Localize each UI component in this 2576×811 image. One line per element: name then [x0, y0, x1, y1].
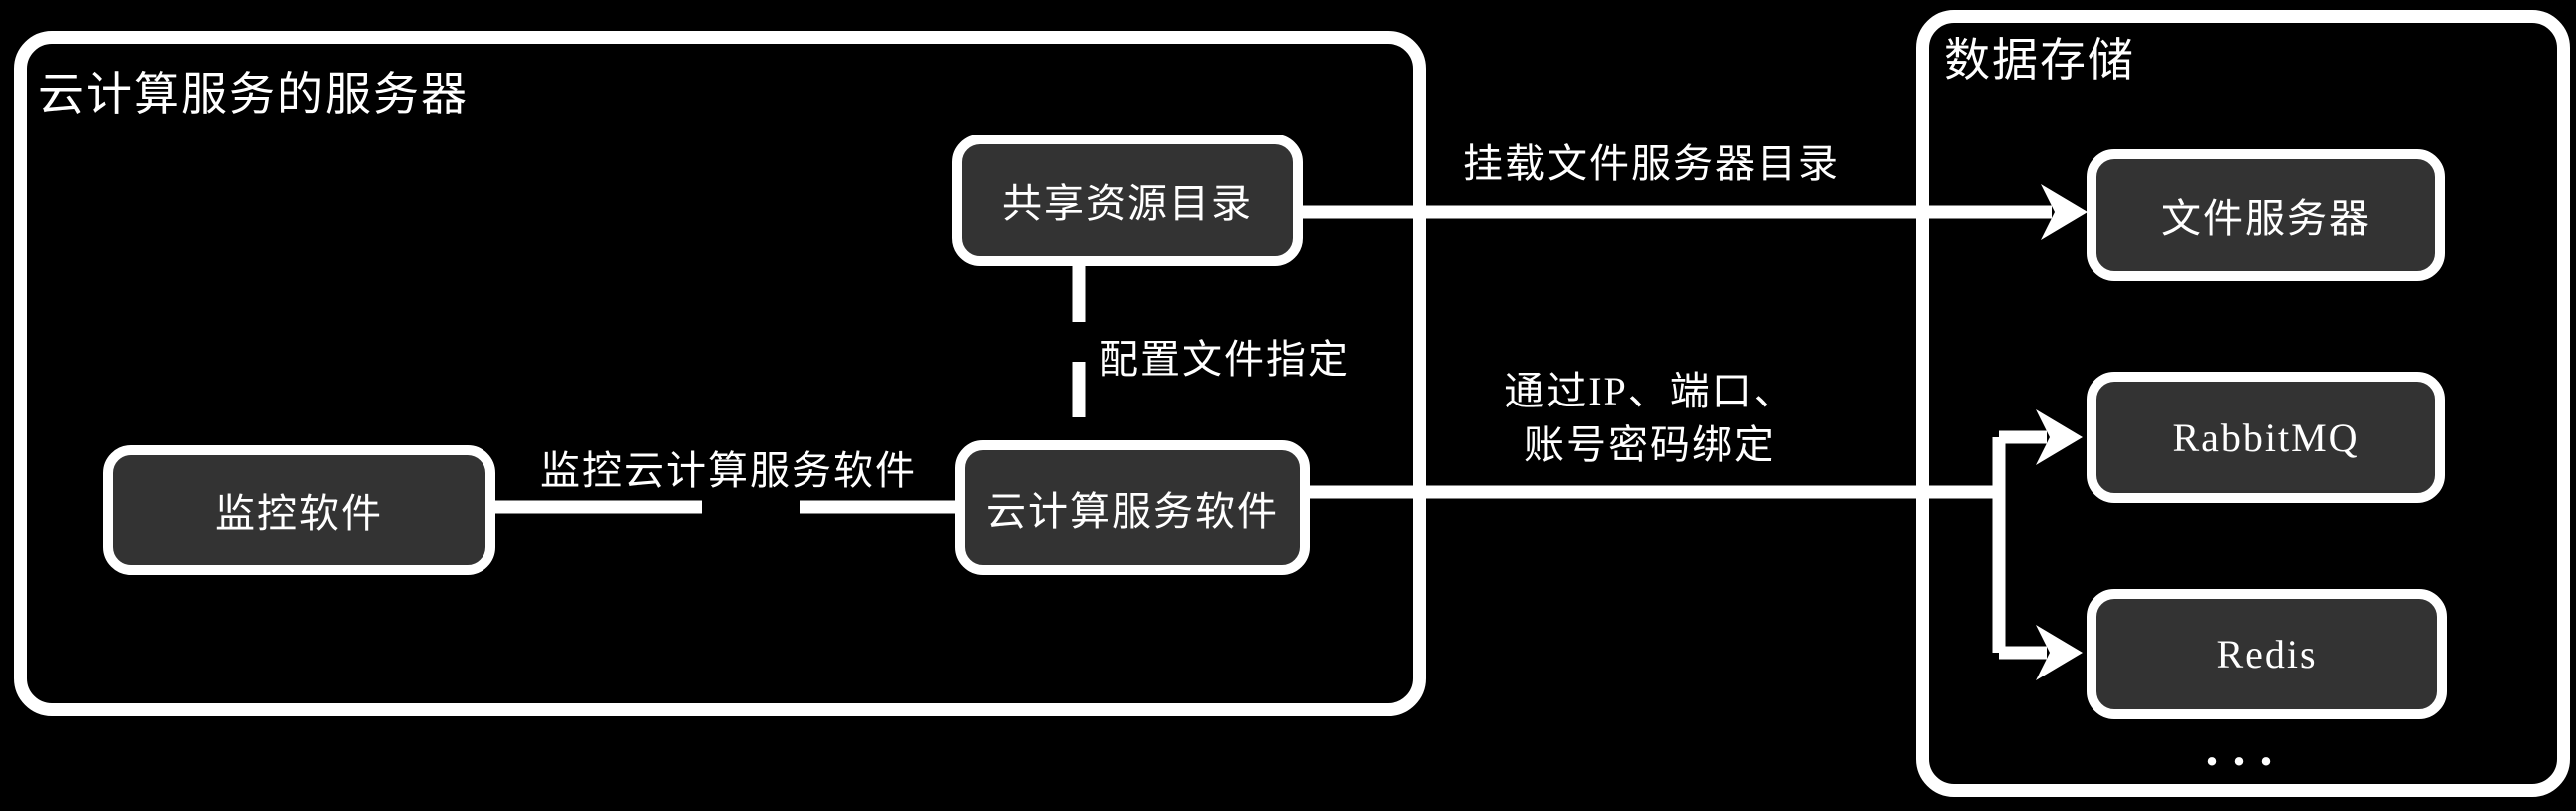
- node-redis: Redis: [2087, 589, 2447, 719]
- group-cloud-server-title: 云计算服务的服务器: [38, 69, 469, 120]
- edge-label-bind: 通过IP、端口、 账号密码绑定: [1401, 365, 1899, 472]
- edge-label-config: 配置文件指定: [1099, 337, 1350, 382]
- edge-label-mount: 挂载文件服务器目录: [1463, 141, 1840, 186]
- group-data-storage-title: 数据存储: [1944, 35, 2135, 86]
- group-cloud-server: [14, 31, 1426, 716]
- node-cloud-service-software: 云计算服务软件: [955, 440, 1310, 575]
- node-rabbitmq: RabbitMQ: [2087, 372, 2445, 503]
- edge-label-bind-line2: 账号密码绑定: [1524, 422, 1775, 467]
- ellipsis-more-nodes: ...: [2205, 720, 2287, 777]
- node-file-server: 文件服务器: [2087, 149, 2445, 281]
- node-monitor-software: 监控软件: [103, 445, 495, 575]
- edge-label-bind-line1: 通过IP、端口、: [1504, 369, 1795, 413]
- node-shared-resource-directory: 共享资源目录: [952, 135, 1303, 266]
- edge-label-monitor: 监控云计算服务软件: [540, 448, 917, 493]
